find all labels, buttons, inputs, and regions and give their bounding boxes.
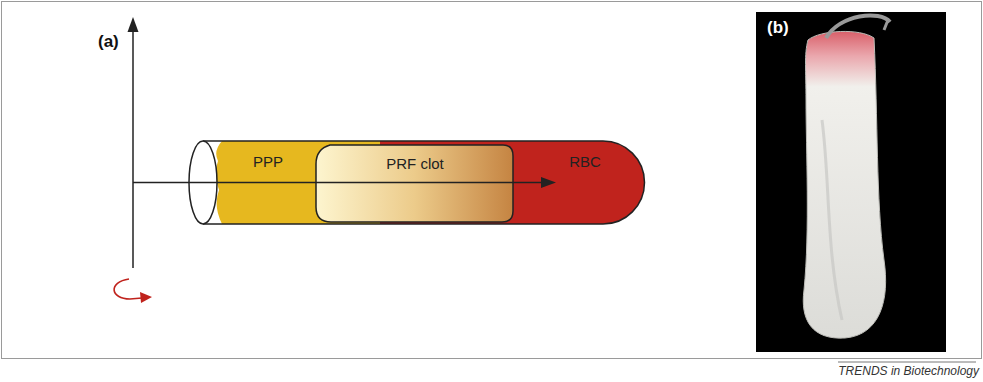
prf-clot-shape <box>316 145 513 222</box>
rotation-arrow <box>114 279 142 299</box>
photo-background <box>756 12 946 352</box>
layer-label: PRF clot <box>386 155 444 172</box>
photo-shading <box>822 120 842 320</box>
frame <box>2 2 982 359</box>
rbc-band: RBC <box>540 143 630 179</box>
forceps-tip <box>884 20 888 30</box>
footer-rule <box>838 362 976 363</box>
forceps <box>826 15 890 38</box>
source-credit: TRENDS in Biotechnology <box>838 364 979 378</box>
panel-label: (a) <box>98 32 119 52</box>
rotation-arrow-head <box>140 292 152 303</box>
ppp-band: PPP <box>222 143 314 179</box>
horizontal-axis <box>133 182 543 184</box>
arrow-head <box>128 17 139 32</box>
prf-clot-photo <box>803 31 885 338</box>
panel-label: (b) <box>767 18 789 38</box>
layer-label: RBC <box>569 153 601 170</box>
prf-clot: PRF clot <box>318 146 512 180</box>
layer-label: PPP <box>253 153 283 170</box>
vertical-axis <box>132 30 134 268</box>
arrow-head <box>541 177 556 188</box>
